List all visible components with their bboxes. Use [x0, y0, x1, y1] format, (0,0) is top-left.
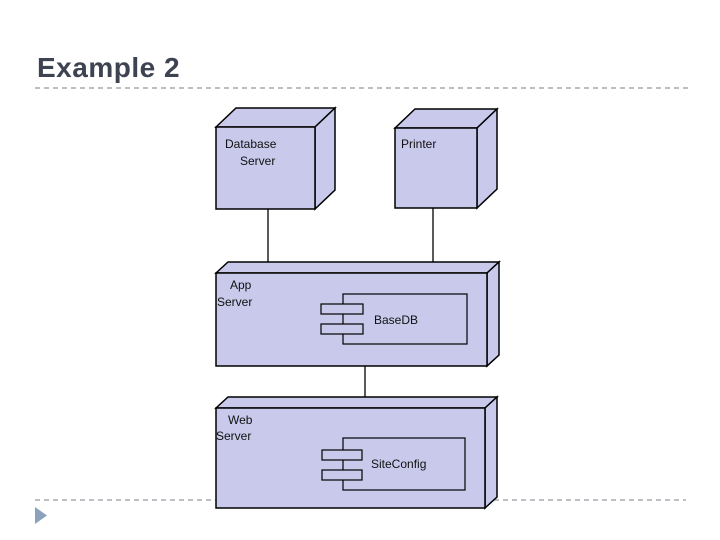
- play-triangle-icon: [35, 507, 47, 524]
- node-web-server: Web Server SiteConfig: [214, 395, 499, 510]
- component-siteconfig-label: SiteConfig: [371, 457, 426, 471]
- node-app-server-top-face: [214, 261, 501, 274]
- node-web-server-label-line1: Web: [228, 413, 253, 427]
- node-web-server-top-face: [214, 396, 499, 409]
- slide-title: Example 2: [37, 52, 181, 83]
- node-printer-front-face: [394, 127, 478, 209]
- node-app-server-label-line1: App: [230, 278, 252, 292]
- node-web-server-label-line2: Server: [216, 429, 251, 443]
- component-basedb-label: BaseDB: [374, 313, 418, 327]
- component-siteconfig-tab-bottom: [321, 469, 363, 481]
- component-siteconfig-tab-top: [321, 449, 363, 461]
- component-basedb: BaseDB: [320, 293, 468, 345]
- component-siteconfig-body: [342, 437, 466, 491]
- node-database-server-right-face: [314, 106, 336, 211]
- node-database-server-label-line1: Database: [225, 137, 277, 151]
- node-database-server-front-face: [215, 126, 316, 210]
- component-basedb-tab-bottom: [320, 323, 364, 335]
- component-basedb-body: [342, 293, 468, 345]
- node-database-server-label-line2: Server: [240, 154, 275, 168]
- node-database-server: Database Server: [214, 106, 337, 211]
- node-app-server: App Server BaseDB: [214, 260, 501, 368]
- component-basedb-tab-top: [320, 303, 364, 315]
- node-printer-label: Printer: [401, 137, 436, 151]
- node-app-server-right-face: [486, 260, 500, 368]
- node-web-server-right-face: [484, 395, 498, 510]
- component-siteconfig: SiteConfig: [321, 437, 466, 491]
- node-printer: Printer: [393, 107, 499, 210]
- node-app-server-label-line2: Server: [217, 295, 252, 309]
